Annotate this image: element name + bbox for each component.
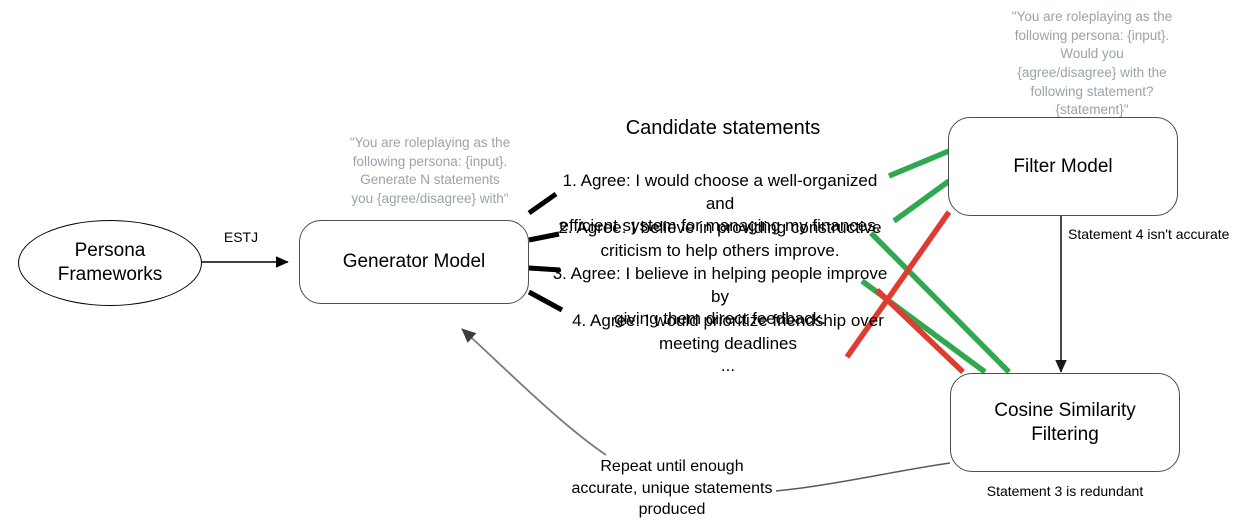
edge-label-estj: ESTJ [223, 229, 259, 245]
candidate-statements-title-text: Candidate statements [625, 117, 821, 139]
node-persona-frameworks-label: Persona Frameworks [57, 240, 163, 285]
statement-item-2: 2. Agree: I believe in providing constru… [558, 218, 882, 260]
cosine-caption-statement-3-redundant: Statement 3 is redundant [986, 483, 1144, 499]
edge-cosine-to-feedback-text [775, 462, 951, 492]
statement-item-4: 4. Agree: I would prioritize friendship … [572, 311, 884, 353]
filter-prompt-text: "You are roleplaying as the following pe… [1011, 9, 1173, 118]
generator-output-stub-4 [527, 289, 564, 313]
generator-prompt-text: "You are roleplaying as the following pe… [349, 135, 511, 206]
edge-statement4-to-filter-rejected [844, 210, 952, 359]
node-persona-frameworks[interactable]: Persona Frameworks [18, 220, 202, 306]
statement-item-3: 3. Agree: I believe in helping people im… [552, 264, 888, 329]
node-cosine-similarity-filtering-label: Cosine Similarity Filtering [994, 399, 1136, 445]
node-generator-model[interactable]: Generator Model [299, 220, 529, 304]
edge-feedback-to-generator [461, 328, 607, 456]
generator-output-stub-3 [528, 265, 561, 273]
node-generator-model-label: Generator Model [342, 251, 486, 273]
feedback-loop-caption: Repeat until enough accurate, unique sta… [571, 458, 773, 519]
generator-output-stub-2 [528, 231, 560, 243]
node-filter-model[interactable]: Filter Model [948, 117, 1178, 216]
statements-ellipsis: ... [720, 356, 736, 375]
statement-item-1: 1. Agree: I would choose a well-organize… [559, 171, 881, 236]
edge-label-statement-4-inaccurate: Statement 4 isn't accurate [1068, 226, 1230, 242]
node-filter-model-label: Filter Model [1013, 155, 1113, 177]
edge-statement1-to-filter-accepted [887, 148, 951, 179]
candidate-statements-title: Candidate statements [578, 115, 868, 141]
generator-output-stub-1 [527, 191, 558, 216]
node-cosine-similarity-filtering[interactable]: Cosine Similarity Filtering [950, 373, 1180, 472]
edge-statement1-to-cosine-accepted [869, 231, 1011, 374]
edge-statement2-to-filter-accepted [892, 178, 951, 224]
edge-statement3-to-cosine-rejected [875, 288, 965, 374]
